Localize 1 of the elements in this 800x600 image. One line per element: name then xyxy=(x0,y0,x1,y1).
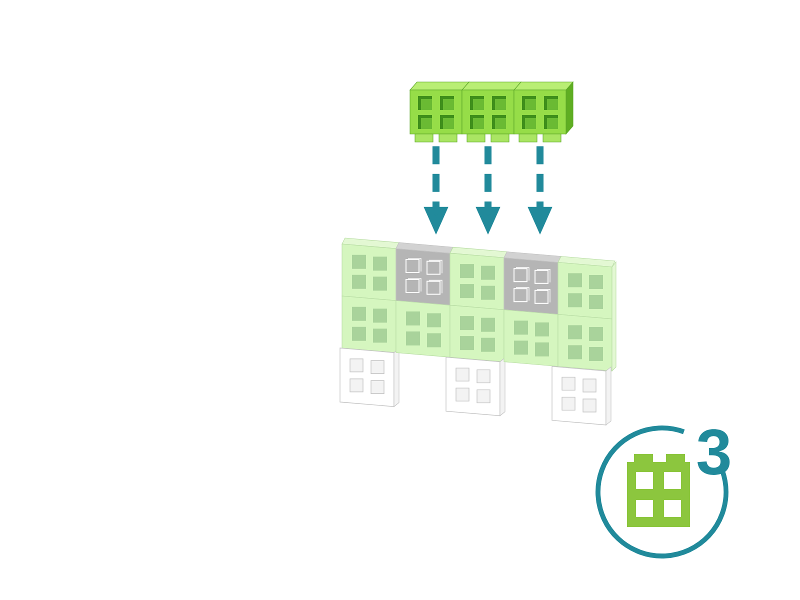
count-number: 3 xyxy=(698,429,730,475)
